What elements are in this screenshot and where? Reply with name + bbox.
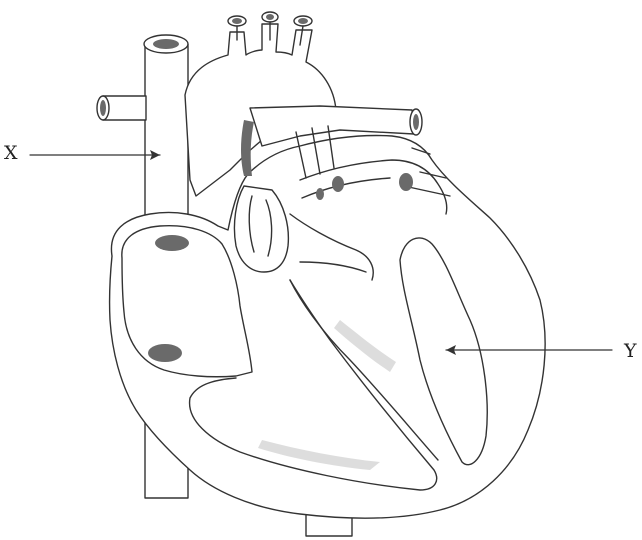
pulmonary-dark-spot-3 bbox=[316, 188, 324, 200]
branch-1-opening-dark bbox=[232, 18, 242, 24]
arrow-x bbox=[30, 150, 160, 160]
left-vessel-opening-dark bbox=[100, 100, 106, 116]
vena-cava-opening-dark bbox=[153, 39, 179, 49]
pulmonary-dark-spot-2 bbox=[399, 173, 413, 191]
branch-2-opening-dark bbox=[266, 14, 274, 20]
pulmonary-dark-spot-1 bbox=[332, 176, 344, 192]
right-vessel-opening-dark bbox=[413, 114, 419, 130]
atrium-dark-spot-1 bbox=[155, 235, 189, 251]
label-y: Y bbox=[624, 342, 637, 361]
atrium-dark-spot-2 bbox=[148, 344, 182, 362]
branch-3-opening-dark bbox=[298, 18, 308, 24]
label-x: X bbox=[4, 144, 18, 163]
